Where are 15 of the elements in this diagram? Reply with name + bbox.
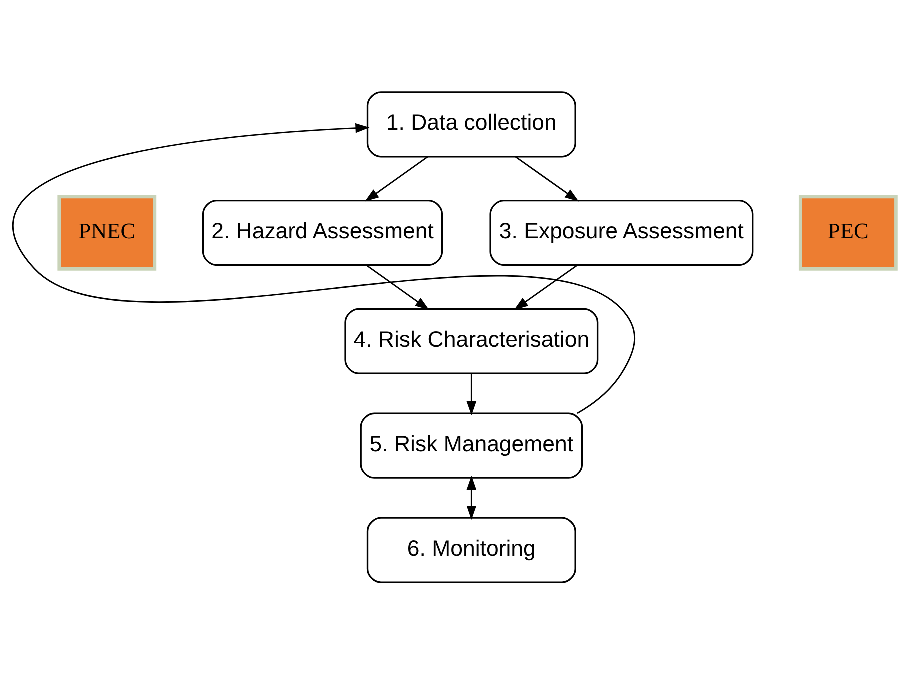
node-box: 5. Risk Management <box>360 412 584 479</box>
arrow <box>466 374 477 416</box>
arrow <box>366 264 430 310</box>
node-box: PNEC <box>58 195 157 271</box>
node-box: 3. Exposure Assessment <box>490 200 754 266</box>
arrow <box>466 476 477 520</box>
node-box: 1. Data collection <box>366 92 576 158</box>
node-box: 2. Hazard Assessment <box>202 200 444 266</box>
node-box: 6. Monitoring <box>366 517 576 584</box>
arrow <box>14 123 636 414</box>
node-box: PEC <box>798 195 898 271</box>
arrow <box>514 264 578 310</box>
node-box: 4. Risk Characterisation <box>344 308 599 374</box>
arrow <box>515 156 580 202</box>
arrow <box>365 156 428 202</box>
